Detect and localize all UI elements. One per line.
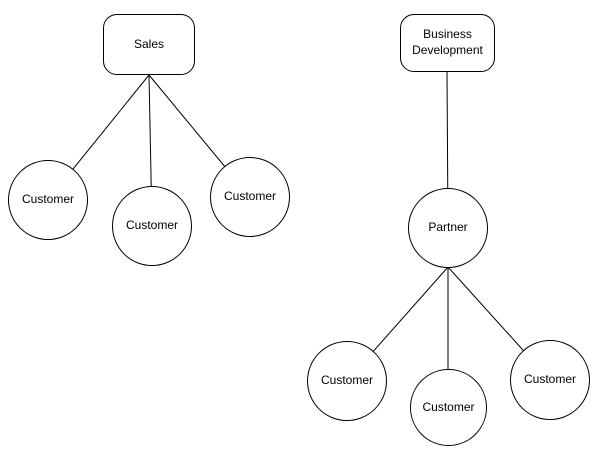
node-sales-customer-2-label: Customer <box>125 218 178 233</box>
node-sales-customer-3: Customer <box>210 157 290 237</box>
node-sales-customer-2: Customer <box>112 186 192 266</box>
node-partner-customer-3: Customer <box>510 340 590 420</box>
node-business-development-label: Business Development <box>412 27 483 57</box>
node-partner: Partner <box>408 188 488 268</box>
node-partner-label: Partner <box>428 220 468 235</box>
node-sales-label: Sales <box>133 36 165 51</box>
node-partner-customer-1: Customer <box>307 341 387 421</box>
node-sales-customer-1-label: Customer <box>21 192 74 207</box>
node-business-development: Business Development <box>400 14 495 72</box>
node-sales-customer-1: Customer <box>8 160 88 240</box>
node-partner-customer-1-label: Customer <box>320 373 373 388</box>
node-sales-customer-3-label: Customer <box>223 189 276 204</box>
node-partner-customer-2: Customer <box>410 369 487 446</box>
node-partner-customer-3-label: Customer <box>523 372 576 387</box>
node-partner-customer-2-label: Customer <box>422 399 475 414</box>
node-sales: Sales <box>103 14 195 75</box>
